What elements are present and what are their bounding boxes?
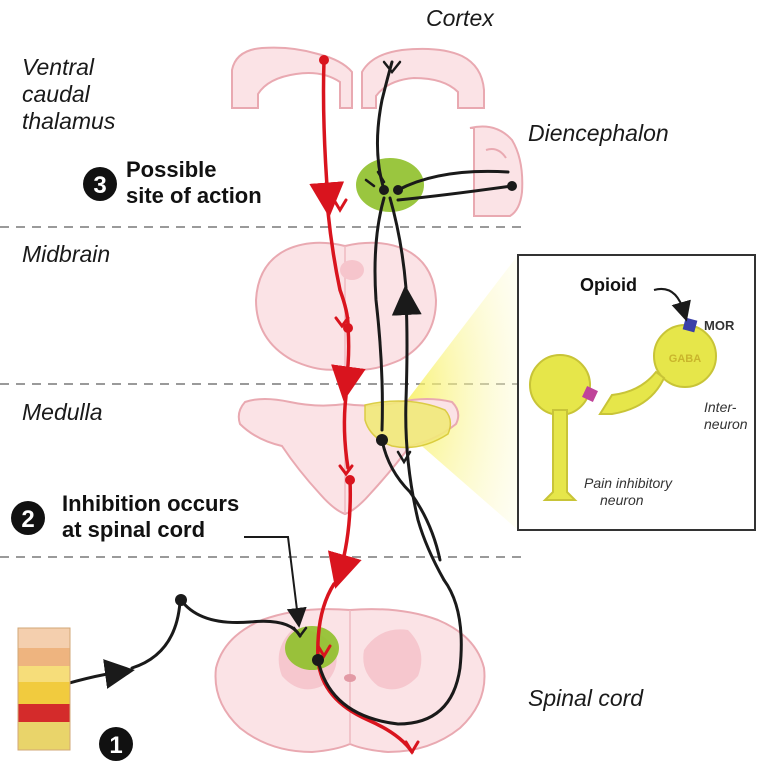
step2-leader bbox=[244, 537, 298, 618]
label-thalamus: thalamus bbox=[22, 108, 116, 134]
label-ventral: Ventral bbox=[22, 54, 95, 80]
svg-text:3: 3 bbox=[93, 172, 106, 199]
step3-line1: Possible bbox=[126, 157, 216, 182]
badge-1: 1 bbox=[99, 727, 133, 761]
site-of-action-spinal bbox=[285, 626, 339, 670]
label-midbrain: Midbrain bbox=[22, 241, 110, 267]
medulla-section bbox=[239, 399, 458, 514]
label-diencephalon: Diencephalon bbox=[528, 120, 669, 146]
inset-opioid-label: Opioid bbox=[580, 275, 637, 295]
step2-line2: at spinal cord bbox=[62, 517, 205, 542]
inset-pain-neuron-line1: Pain inhibitory bbox=[584, 475, 673, 491]
cortex-section bbox=[232, 48, 484, 108]
step2-line1: Inhibition occurs bbox=[62, 491, 239, 516]
spinal-cord-section bbox=[216, 609, 485, 752]
label-caudal: caudal bbox=[22, 81, 91, 107]
label-spinal-cord: Spinal cord bbox=[528, 685, 644, 711]
inset-mor-label: MOR bbox=[704, 318, 735, 333]
inset-pain-neuron-line2: neuron bbox=[600, 492, 644, 508]
badge-2: 2 bbox=[11, 501, 45, 535]
label-cortex: Cortex bbox=[426, 5, 495, 31]
badge-3: 3 bbox=[83, 167, 117, 201]
inset-gaba-label: GABA bbox=[669, 353, 701, 365]
inset-interneuron-line2: neuron bbox=[704, 416, 748, 432]
label-medulla: Medulla bbox=[22, 399, 103, 425]
skin-tissue-block bbox=[18, 628, 70, 750]
svg-text:1: 1 bbox=[109, 732, 122, 759]
step3-line2: site of action bbox=[126, 183, 262, 208]
svg-text:2: 2 bbox=[21, 506, 34, 533]
site-of-action-thalamus bbox=[356, 158, 424, 212]
inset-interneuron-line1: Inter- bbox=[704, 399, 737, 415]
